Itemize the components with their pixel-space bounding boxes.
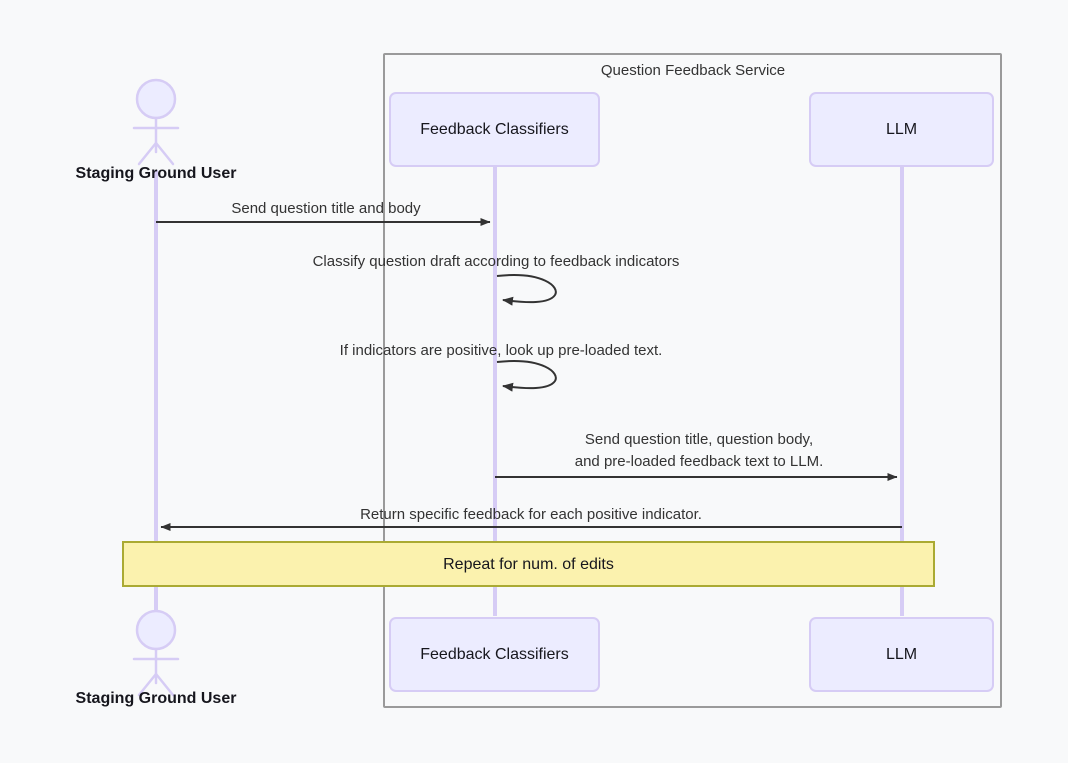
participant-label-llm-top: LLM [886,121,917,138]
participant-label-classifiers-top: Feedback Classifiers [420,121,569,138]
message-label-send-question: Send question title and body [231,200,421,217]
participant-label-llm-bottom: LLM [886,646,917,663]
message-label-classify: Classify question draft according to fee… [313,253,680,270]
actor-label-bottom: Staging Ground User [76,690,237,707]
message-label-send-to-llm-line1: Send question title, question body, [585,431,813,448]
message-return-specific-feedback: Return specific feedback for each positi… [160,506,902,531]
message-selfloop-lookup [496,360,557,392]
note-label-repeat: Repeat for num. of edits [443,556,614,573]
actor-legs-bottom [137,672,175,697]
participant-box-classifiers-top [389,92,600,167]
message-label-return-feedback: Return specific feedback for each positi… [360,506,702,523]
actor-head-icon-bottom [135,609,177,651]
message-send-question-title-and-body: Send question title and body [156,200,491,226]
group-box-border [383,53,1002,708]
message-send-to-llm: Send question title, question body, and … [495,431,898,481]
participant-box-llm-top [809,92,994,167]
group-title-label: Question Feedback Service [601,62,785,79]
participant-box-classifiers-bottom [389,617,600,692]
participant-label-classifiers-bottom: Feedback Classifiers [420,646,569,663]
message-selfloop-classify [496,274,557,306]
actor-label-top: Staging Ground User [76,165,237,182]
participant-llm-bottom[interactable]: LLM [809,617,994,692]
actor-legs-top [137,141,175,166]
message-label-send-to-llm-line2: and pre-loaded feedback text to LLM. [575,453,824,470]
note-box-repeat [122,541,935,587]
message-classify-question-draft: Classify question draft according to fee… [313,253,680,306]
participant-llm-top[interactable]: LLM [809,92,994,167]
message-label-lookup: If indicators are positive, look up pre-… [340,342,663,359]
participant-box-llm-bottom [809,617,994,692]
participant-classifiers-bottom[interactable]: Feedback Classifiers [389,617,600,692]
actor-staging-ground-user-top[interactable]: Staging Ground User [76,78,237,182]
message-lookup-preloaded-text: If indicators are positive, look up pre-… [340,342,663,392]
participant-classifiers-top[interactable]: Feedback Classifiers [389,92,600,167]
actor-staging-ground-user-bottom[interactable]: Staging Ground User [76,609,237,707]
note-repeat-for-num-of-edits: Repeat for num. of edits [122,541,935,587]
actor-head-icon-top [135,78,177,120]
group-question-feedback-service: Question Feedback Service [383,53,1002,708]
